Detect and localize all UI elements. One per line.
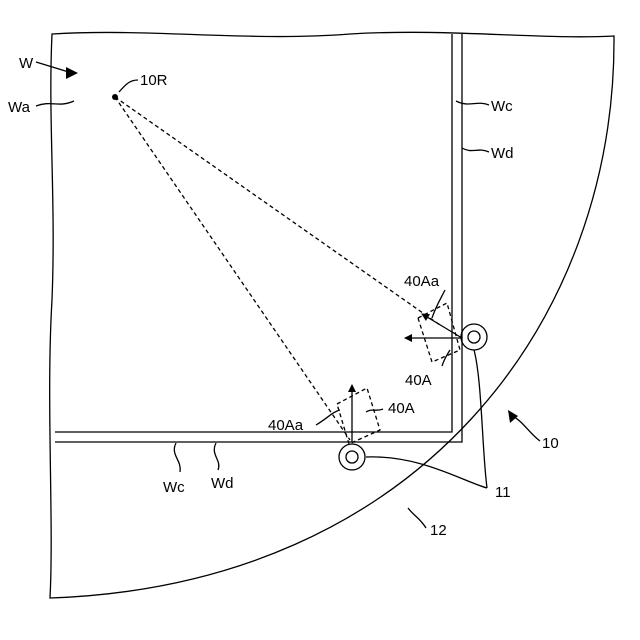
label-wc-bottom: Wc <box>163 479 185 496</box>
sensor-40a-right <box>405 303 462 362</box>
label-wd-right: Wd <box>491 145 514 162</box>
label-10r: 10R <box>140 72 168 89</box>
sight-line-right <box>115 97 440 325</box>
pin-right <box>461 324 487 350</box>
label-12: 12 <box>430 522 447 539</box>
label-wd-bottom: Wd <box>211 475 234 492</box>
label-11: 11 <box>495 484 511 501</box>
label-40a-right: 40A <box>405 372 432 389</box>
label-40aa-bottom: 40Aa <box>268 417 304 434</box>
label-w: W <box>19 55 34 72</box>
arrow-10 <box>508 410 518 423</box>
label-40a-bottom: 40A <box>388 400 415 417</box>
pin-bottom <box>339 444 365 470</box>
leader-lines <box>36 62 540 528</box>
arrow-W <box>66 67 78 79</box>
sight-line-bottom <box>115 97 350 440</box>
wafer-outline <box>50 32 614 598</box>
label-10: 10 <box>542 435 559 452</box>
label-wc-right: Wc <box>491 98 513 115</box>
sensor-40a-bottom <box>337 385 380 444</box>
label-wa: Wa <box>8 99 31 116</box>
label-40aa-right: 40Aa <box>404 273 440 290</box>
